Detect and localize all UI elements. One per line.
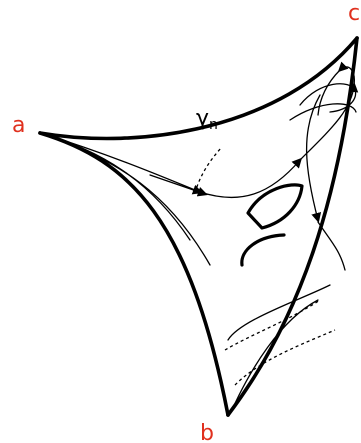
curve-gamma-symbol: γ (196, 106, 209, 131)
edge-bc (226, 36, 359, 417)
thin-edge-b-2 (227, 284, 331, 341)
thin-edge-b-1 (231, 299, 319, 411)
vertex-a-label: a (12, 113, 25, 138)
curve-gamma-label: γn (196, 106, 218, 133)
edge-ab (38, 131, 230, 417)
vertex-c-label: c (348, 1, 360, 26)
dashed-segment-bottom-2 (234, 329, 336, 386)
thin-edge-a-2 (41, 133, 211, 266)
curve-gamma-n (43, 61, 359, 199)
curve-c-down-cont (317, 221, 346, 271)
surface-hole (246, 183, 304, 230)
loop-c-2 (289, 103, 357, 121)
surface-hole-rim (240, 233, 286, 267)
dashed-segment-top (194, 146, 223, 194)
arrow-gamma-a (149, 174, 208, 197)
thin-edge-a-1 (41, 133, 191, 241)
vertex-b-label: b (200, 421, 214, 443)
curve-gamma-subscript: n (209, 117, 218, 133)
loop-c-1 (299, 83, 357, 113)
curve-c-down (305, 94, 322, 223)
